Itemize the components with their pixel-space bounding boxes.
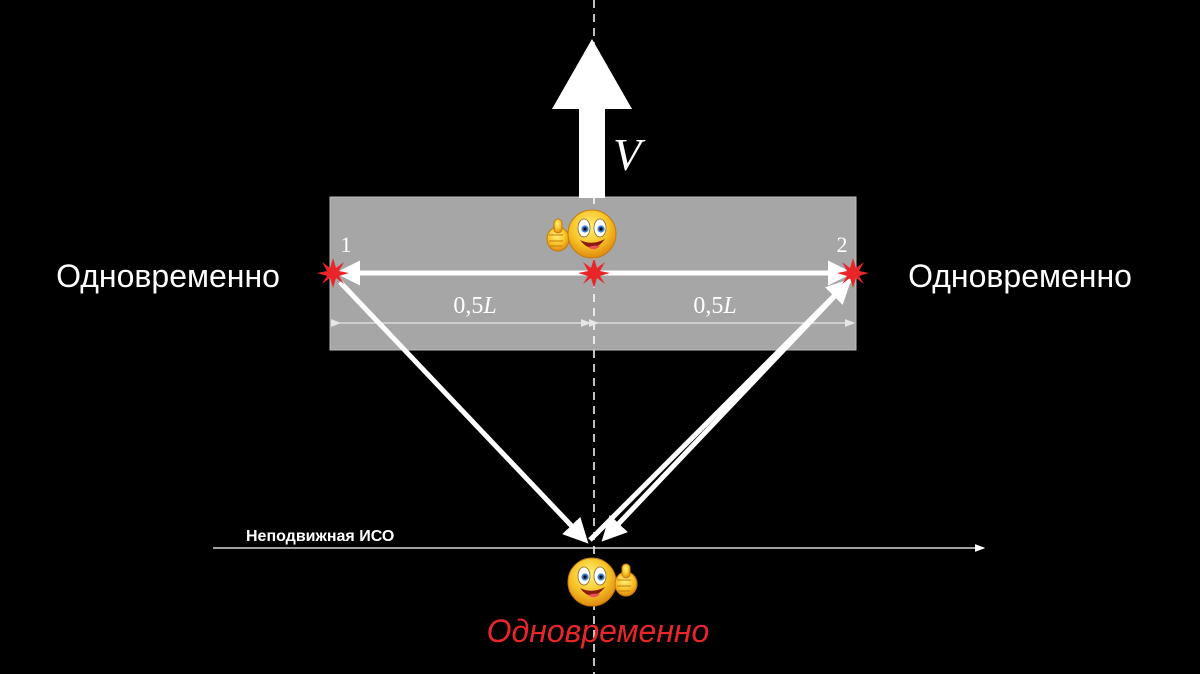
velocity-label: V — [613, 129, 646, 180]
signal-arrow-from-point-1 — [338, 280, 589, 544]
left-event-label: Одновременно — [56, 258, 280, 294]
signal-arrow-from-point-2 — [601, 278, 852, 542]
point-2-label: 2 — [837, 232, 848, 257]
right-event-label: Одновременно — [908, 258, 1132, 294]
point-1-label: 1 — [341, 232, 352, 257]
ground-frame-label: Неподвижная ИСО — [246, 528, 394, 545]
dimension-label-left: 0,5L — [453, 293, 496, 319]
velocity-arrow — [552, 39, 632, 198]
ground-observer-result-label: Одновременно — [487, 613, 710, 649]
dimension-label-right: 0,5L — [693, 293, 736, 319]
